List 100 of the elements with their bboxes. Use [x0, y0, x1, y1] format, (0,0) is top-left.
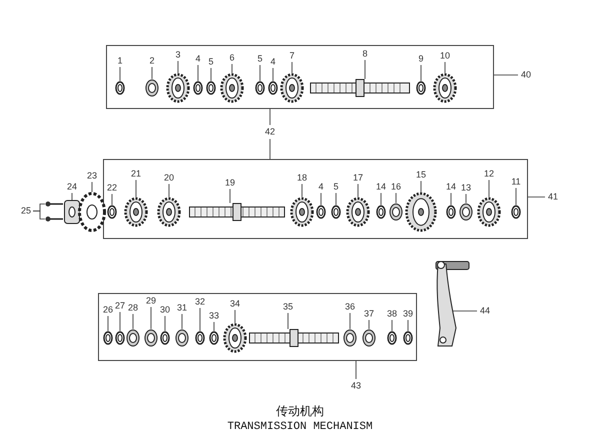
callout-number: 9 [418, 54, 424, 64]
leader-line [444, 62, 446, 74]
callout-number: 14 [376, 182, 386, 192]
leader-line [320, 192, 322, 206]
washer-drawing [376, 205, 386, 219]
leader-line [450, 192, 452, 206]
washer-drawing [115, 331, 125, 345]
callout-number: 28 [128, 304, 138, 312]
gear-drawing [405, 192, 437, 232]
washer-drawing [206, 81, 216, 95]
callout-number: 33 [209, 312, 219, 320]
gear-drawing [166, 73, 190, 103]
bearing-drawing [126, 329, 140, 347]
callout-number: 8 [362, 50, 368, 58]
callout-number: 35 [283, 302, 293, 312]
leader-line [150, 306, 152, 330]
gear-drawing [280, 73, 304, 103]
callout-number: 26 [103, 306, 113, 314]
callout-number: 17 [353, 174, 363, 182]
leader-line [450, 310, 478, 312]
leader-line [32, 210, 46, 220]
gear-drawing [223, 323, 247, 353]
callout-number: 41 [548, 192, 558, 202]
screw-drawing [45, 201, 63, 207]
washer-drawing [103, 331, 113, 345]
callout-number: 36 [345, 302, 355, 312]
gear-drawing [157, 197, 181, 227]
callout-number: 38 [387, 310, 397, 318]
callout-number: 39 [403, 310, 413, 318]
callout-number: 2 [150, 56, 154, 66]
shaft-drawing [189, 203, 285, 221]
callout-number: 40 [521, 70, 531, 80]
callout-number: 29 [146, 296, 156, 306]
assembly-frame [106, 45, 494, 109]
washer-drawing [255, 81, 265, 95]
washer-drawing [268, 81, 278, 95]
leader-line [368, 320, 370, 330]
callout-number: 1 [118, 56, 122, 66]
assembly-frame [103, 159, 528, 239]
callout-number: 37 [364, 310, 374, 318]
callout-number: 34 [230, 300, 240, 308]
leader-line [364, 60, 366, 80]
bearing-drawing [175, 329, 189, 347]
callout-number: 19 [225, 178, 235, 188]
washer-drawing [387, 331, 397, 345]
gear-drawing [346, 197, 370, 227]
leader-line [210, 68, 212, 82]
washer-drawing [316, 205, 326, 219]
bearing-drawing [144, 329, 158, 347]
washer-drawing [511, 205, 521, 219]
shaft-drawing [310, 79, 410, 97]
callout-number: 42 [265, 128, 275, 136]
callout-number: 12 [484, 170, 494, 178]
title: 传动机构 [276, 403, 324, 420]
callout-number: 22 [107, 184, 117, 192]
callout-number: 13 [461, 184, 471, 192]
gear-drawing [477, 197, 501, 227]
gear-drawing [433, 73, 457, 103]
callout-number: 21 [131, 170, 141, 178]
leader-line [528, 196, 546, 198]
leader-line [420, 64, 422, 82]
washer-drawing [209, 331, 219, 345]
leader-line [164, 316, 166, 332]
screw-drawing [45, 216, 63, 222]
plate-drawing [64, 200, 80, 224]
callout-number: 14 [446, 182, 456, 192]
callout-number: 3 [176, 50, 180, 60]
bearing-drawing [389, 203, 403, 221]
callout-number: 44 [480, 306, 490, 316]
washer-drawing [446, 205, 456, 219]
callout-number: 25 [21, 206, 31, 216]
washer-drawing [416, 81, 426, 95]
callout-number: 43 [351, 382, 361, 390]
callout-number: 4 [196, 54, 200, 64]
gear-drawing [124, 197, 148, 227]
washer-drawing [193, 81, 203, 95]
bearing-drawing [362, 329, 376, 347]
bearing-drawing [145, 79, 159, 97]
shaft-drawing [249, 329, 339, 347]
washer-drawing [160, 331, 170, 345]
callout-number: 10 [440, 52, 450, 60]
leader-line [132, 314, 134, 330]
callout-number: 5 [258, 54, 262, 64]
leader-line [380, 192, 382, 206]
callout-number: 30 [160, 306, 170, 314]
leader-line [168, 184, 170, 198]
callout-number: 27 [115, 302, 125, 310]
leader-line [494, 74, 518, 76]
callout-number: 4 [318, 182, 324, 192]
caption: TRANSMISSION MECHANISM [227, 421, 373, 433]
callout-number: 5 [334, 182, 338, 192]
callout-number: 18 [297, 174, 307, 182]
washer-drawing [107, 205, 117, 219]
callout-number: 11 [511, 178, 521, 186]
callout-number: 32 [195, 298, 205, 306]
washer-drawing [115, 81, 125, 95]
assembly-frame [98, 293, 417, 361]
washer-drawing [331, 205, 341, 219]
sprocket-drawing [78, 192, 106, 232]
leader-line [234, 310, 236, 324]
